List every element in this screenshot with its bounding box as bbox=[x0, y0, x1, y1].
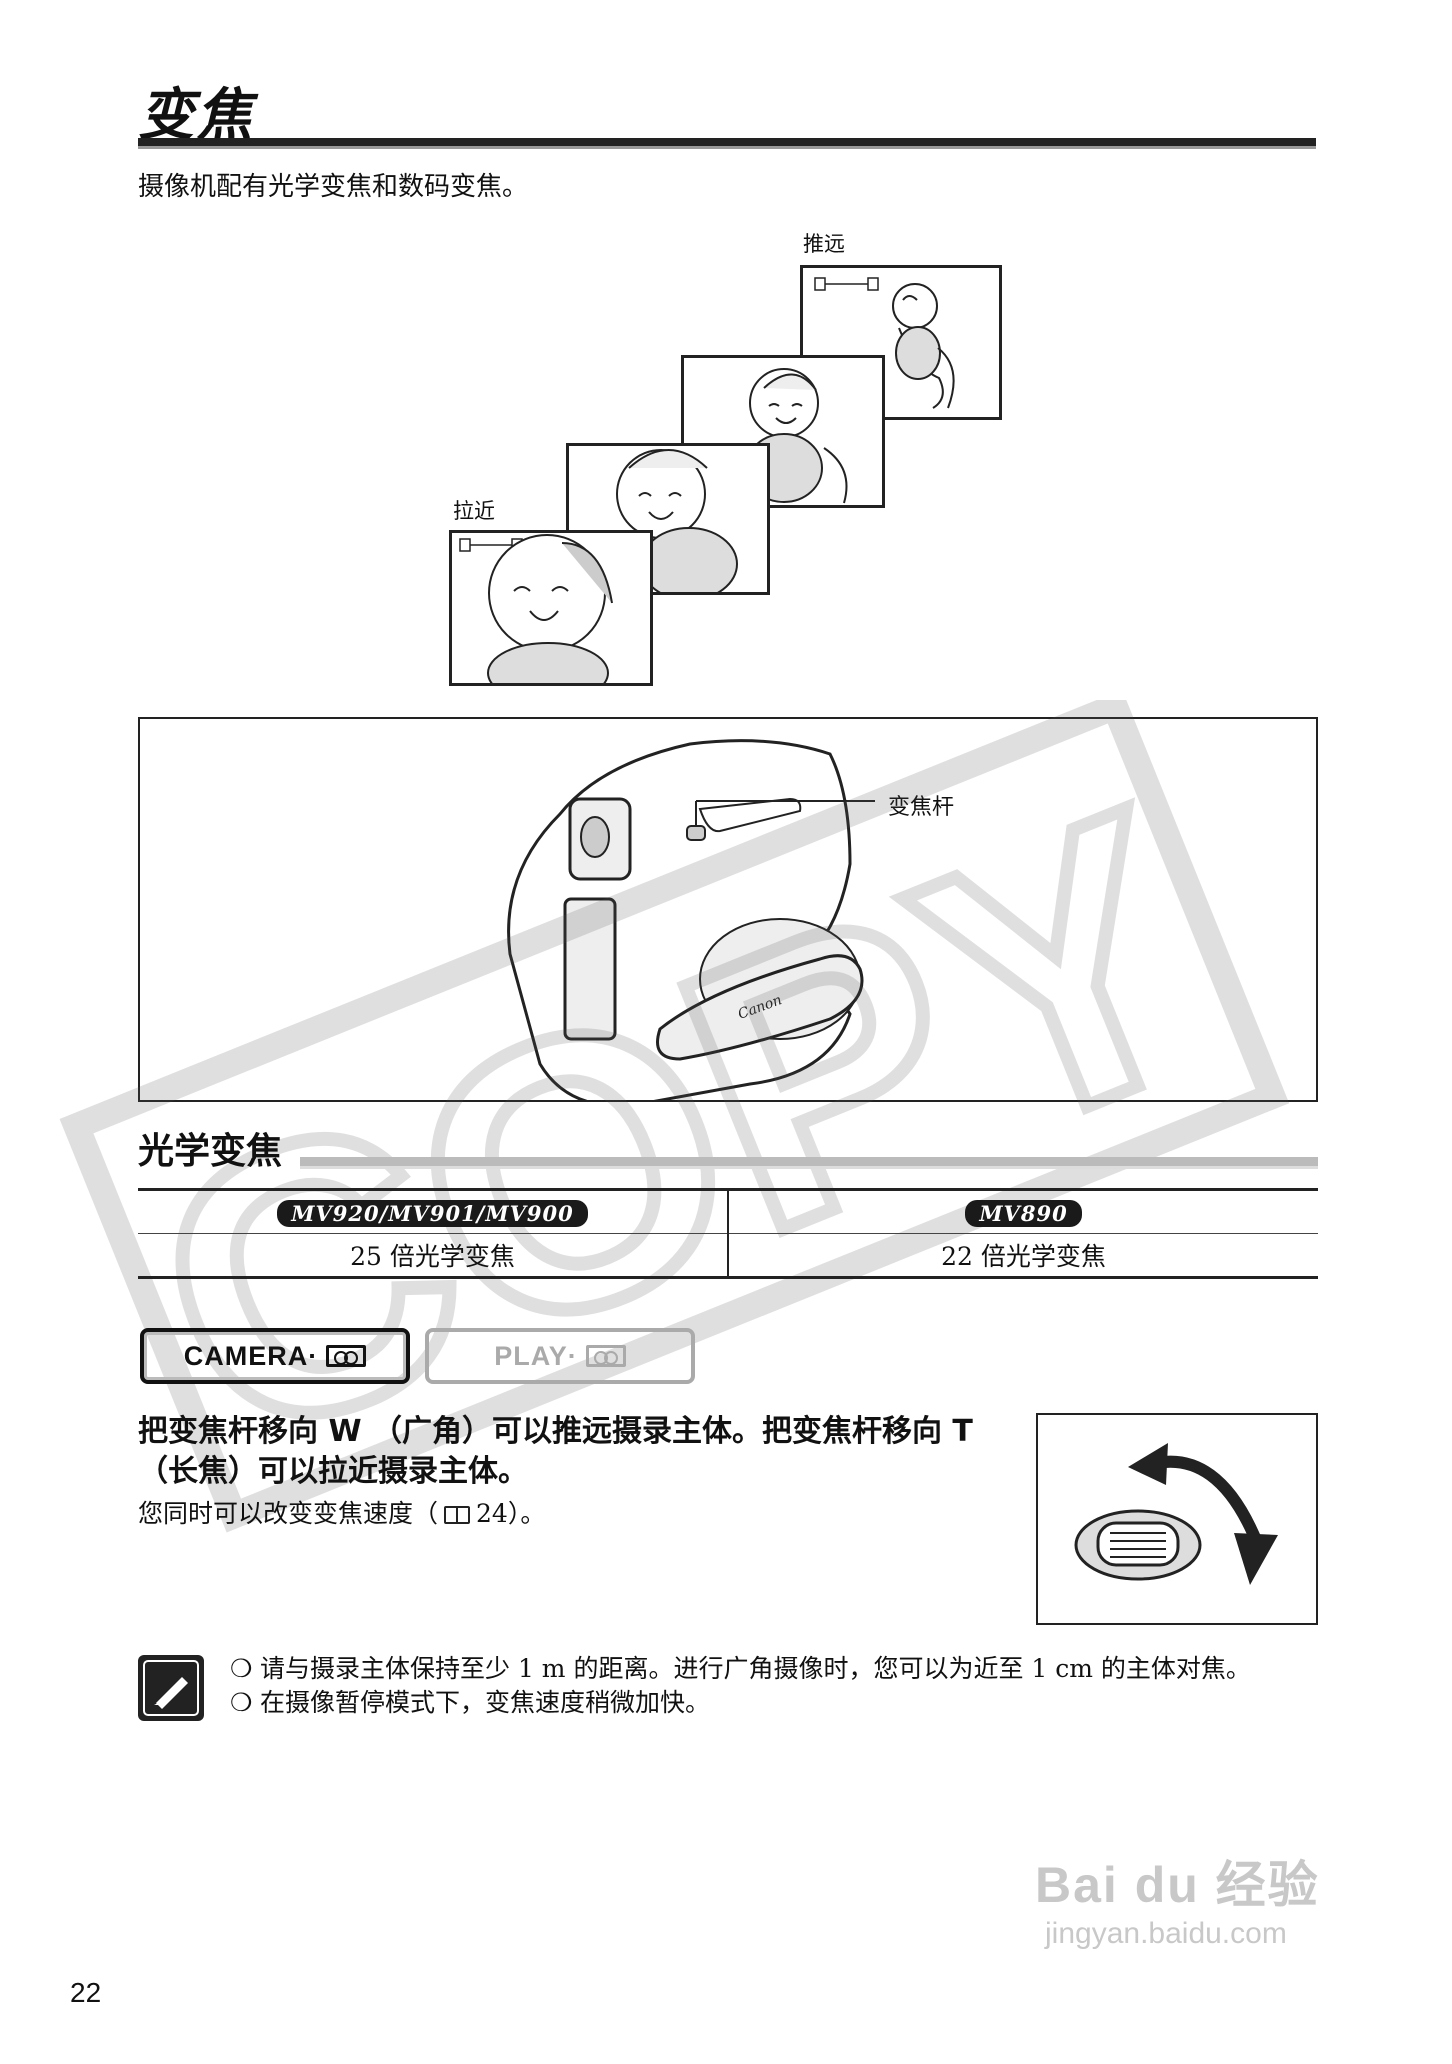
camera-mode-label: CAMERA· bbox=[183, 1340, 319, 1371]
instruction-sub: 您同时可以改变变焦速度（ 24）。 bbox=[138, 1494, 545, 1530]
note-item: ❍ 在摄像暂停模式下，变焦速度稍微加快。 bbox=[230, 1686, 1320, 1720]
camcorder-illustration: Canon bbox=[507, 739, 875, 1108]
note-bullet: ❍ bbox=[230, 1688, 253, 1717]
optical-zoom-heading: 光学变焦 bbox=[138, 1131, 283, 1172]
play-mode-indicator: PLAY· bbox=[425, 1328, 695, 1384]
title-rule bbox=[138, 138, 1316, 146]
section-rule bbox=[300, 1157, 1318, 1166]
table-cell: 22 倍光学变焦 bbox=[728, 1233, 1318, 1279]
table-cell: 25 倍光学变焦 bbox=[138, 1233, 729, 1279]
table-row: 25 倍光学变焦 22 倍光学变焦 bbox=[138, 1233, 1318, 1279]
tape-icon bbox=[326, 1345, 367, 1367]
instruction-main: 把变焦杆移向 W （广角）可以推远摄录主体。把变焦杆移向 T （长焦）可以拉近摄… bbox=[138, 1414, 973, 1489]
near-label: 拉近 bbox=[453, 499, 495, 523]
zoom-frame-near bbox=[449, 530, 653, 704]
far-label: 推远 bbox=[803, 232, 845, 256]
play-mode-label: PLAY· bbox=[494, 1340, 578, 1371]
model-badge: MV890 bbox=[965, 1199, 1082, 1227]
tape-icon bbox=[585, 1345, 626, 1367]
baidu-watermark: Bai du 经验 jingyan.baidu.com bbox=[1035, 1845, 1320, 1951]
table-header-row: MV920/MV901/MV900 MV890 bbox=[138, 1188, 1318, 1234]
instruction-sub-text: 您同时可以改变变焦速度（ bbox=[138, 1499, 439, 1528]
note-pencil-icon bbox=[138, 1655, 204, 1721]
table-header-cell: MV920/MV901/MV900 bbox=[138, 1188, 729, 1234]
table-header-cell: MV890 bbox=[728, 1188, 1318, 1234]
intro-text: 摄像机配有光学变焦和数码变焦。 bbox=[138, 172, 529, 202]
baidu-logo-text: Bai du 经验 bbox=[1035, 1857, 1320, 1913]
title-rule-shadow bbox=[138, 146, 1316, 149]
camera-mode-indicator: CAMERA· bbox=[140, 1328, 410, 1384]
zoom-lever-arrow-icon bbox=[1074, 1443, 1278, 1585]
model-badge: MV920/MV901/MV900 bbox=[277, 1199, 588, 1227]
optical-zoom-table: MV920/MV901/MV900 MV890 25 倍光学变焦 22 倍光学变… bbox=[138, 1188, 1318, 1279]
zoom-lever-diagram bbox=[1036, 1413, 1318, 1625]
baidu-url: jingyan.baidu.com bbox=[1045, 1917, 1287, 1950]
notes-list: ❍ 请与摄录主体保持至少 1 m 的距离。进行广角摄像时，您可以为近至 1 cm… bbox=[230, 1652, 1320, 1720]
baby-illustration-far bbox=[814, 277, 955, 409]
note-bullet: ❍ bbox=[230, 1654, 253, 1683]
book-icon bbox=[444, 1506, 471, 1524]
zoom-lever-label: 变焦杆 bbox=[888, 795, 955, 820]
note-text: 请与摄录主体保持至少 1 m 的距离。进行广角摄像时，您可以为近至 1 cm 的… bbox=[260, 1654, 1251, 1683]
note-item: ❍ 请与摄录主体保持至少 1 m 的距离。进行广角摄像时，您可以为近至 1 cm… bbox=[230, 1652, 1320, 1686]
camera-illustration-box: Canon 变焦杆 bbox=[138, 717, 1318, 1108]
section-rule-shadow bbox=[300, 1166, 1318, 1169]
baby-illustration-near bbox=[459, 534, 613, 704]
page-title: 变焦 bbox=[138, 83, 254, 148]
note-text: 在摄像暂停模式下，变焦速度稍微加快。 bbox=[260, 1688, 711, 1717]
page-reference: 24）。 bbox=[476, 1499, 546, 1528]
page-number: 22 bbox=[70, 1977, 102, 2008]
baby-illustration-mid1 bbox=[616, 449, 738, 601]
